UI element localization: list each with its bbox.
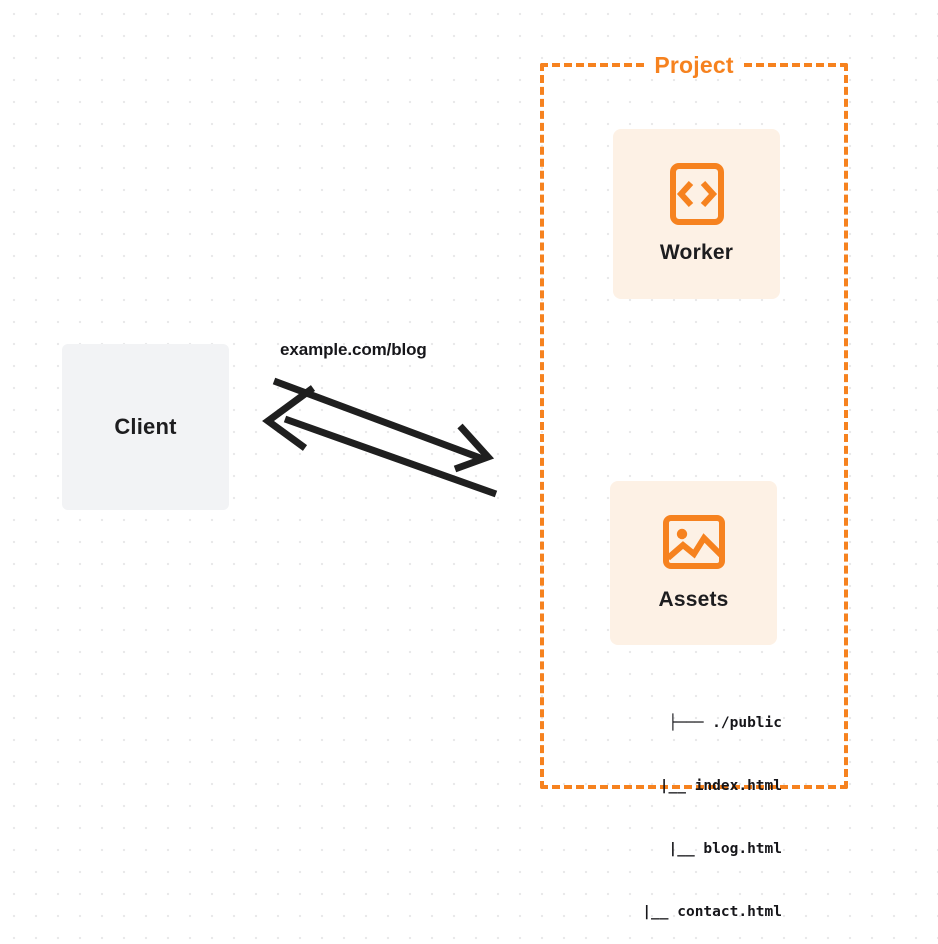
project-title: Project <box>647 52 741 79</box>
file-tree-line: |__ index.html <box>642 778 782 794</box>
file-tree-row: |__ index.html <box>586 755 782 794</box>
response-arrow-icon <box>262 385 498 498</box>
assets-card[interactable]: Assets <box>610 481 777 645</box>
diagram-canvas: Client example.com/blog Project Worke <box>62 52 848 920</box>
file-tree-row: |__ blog.html <box>586 818 783 857</box>
worker-card[interactable]: Worker <box>613 129 780 299</box>
file-tree-line: |__ contact.html <box>642 904 782 920</box>
connector-url-label: example.com/blog <box>280 340 427 359</box>
code-brackets-icon <box>669 163 724 225</box>
file-tree-line: ├─── ./public <box>642 715 783 731</box>
file-tree-row: ├─── ./public <box>586 692 783 731</box>
worker-card-label: Worker <box>659 241 734 264</box>
assets-file-tree: ├─── ./public |__ index.html |__ blog.ht… <box>586 650 782 944</box>
client-node[interactable]: Client <box>62 344 229 510</box>
file-tree-line: |__ blog.html <box>642 841 783 857</box>
client-node-label: Client <box>114 414 177 439</box>
image-icon <box>662 515 725 569</box>
connector-arrows <box>255 330 520 515</box>
assets-card-label: Assets <box>658 588 729 611</box>
connector-svg <box>262 377 498 498</box>
file-tree-row: |__ contact.html <box>586 881 782 920</box>
project-boundary: Project <box>540 52 848 789</box>
